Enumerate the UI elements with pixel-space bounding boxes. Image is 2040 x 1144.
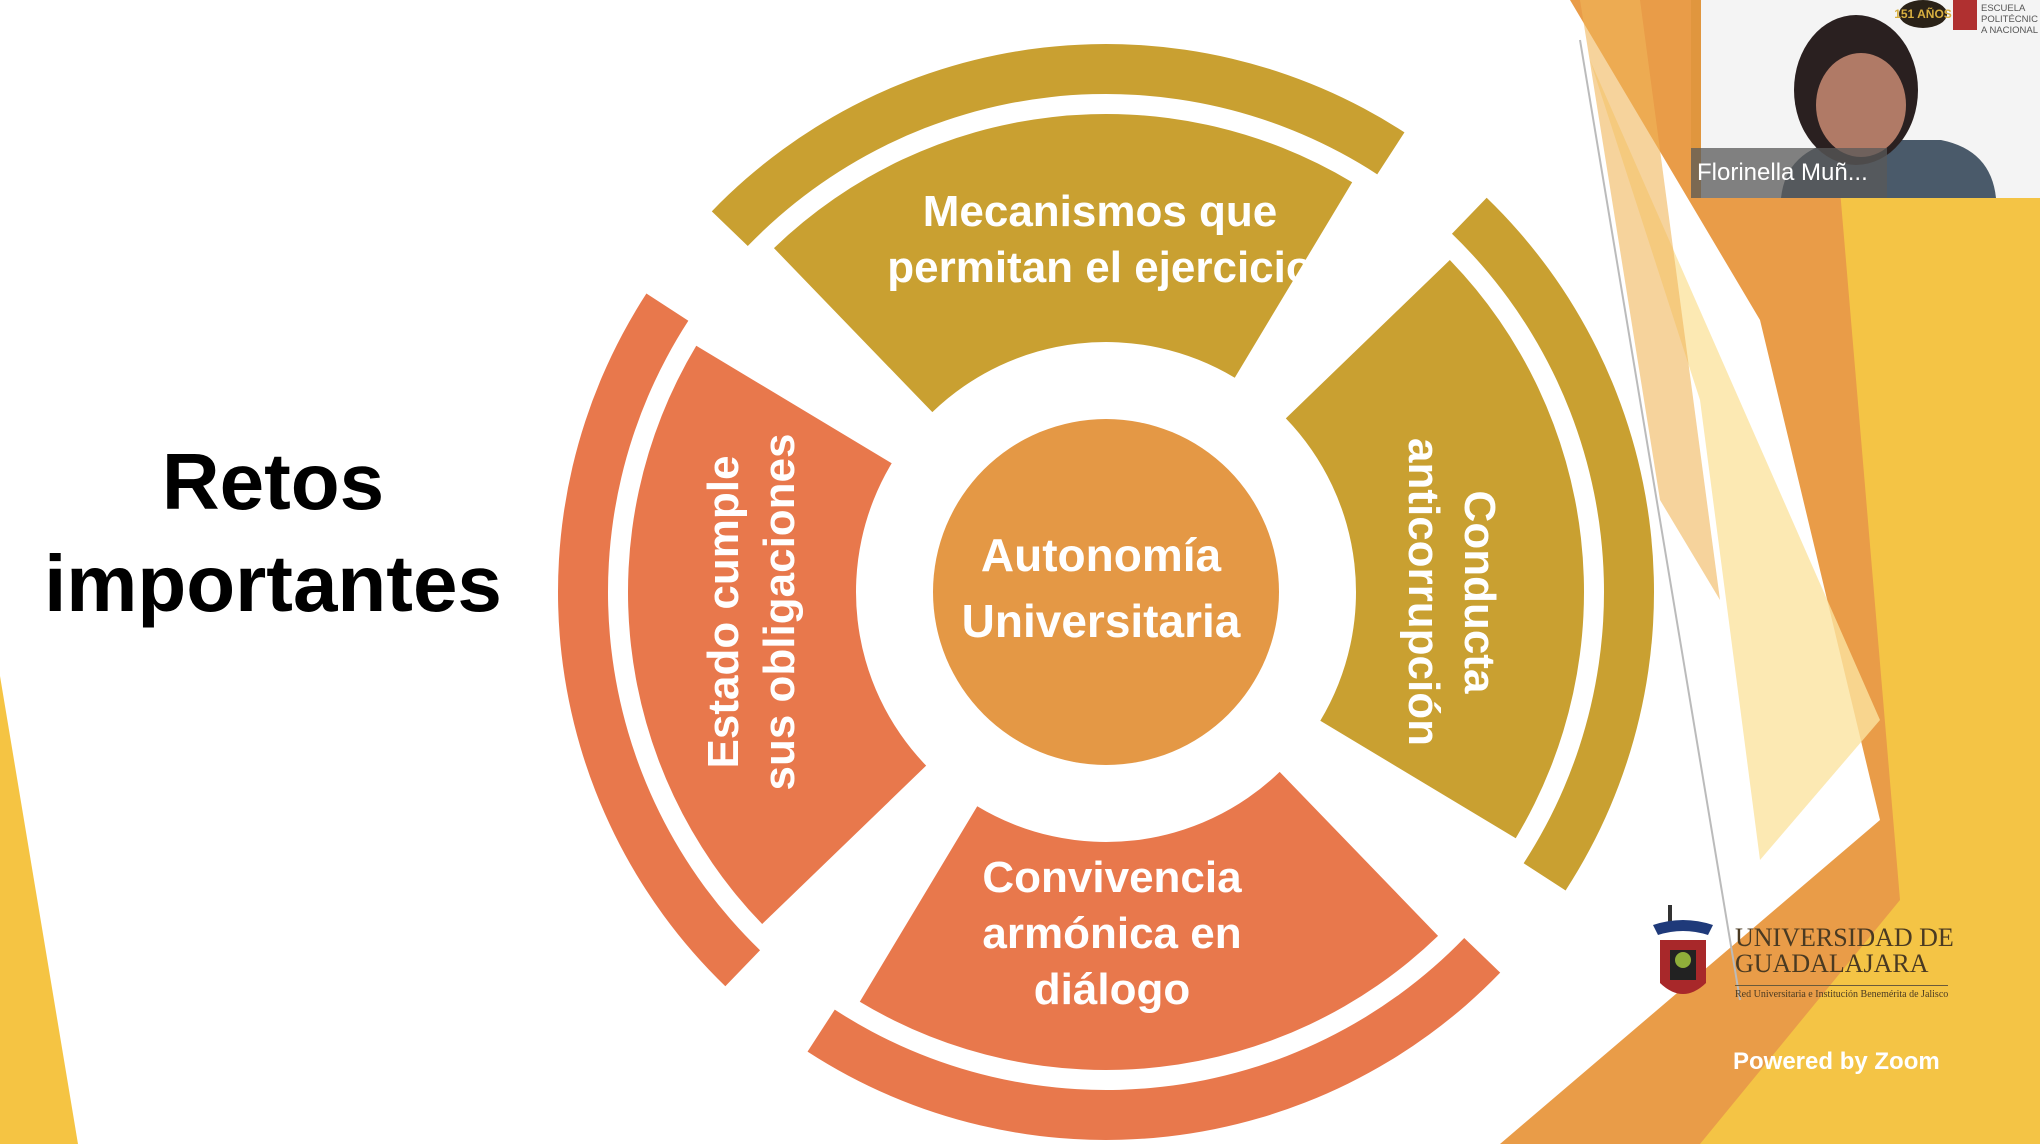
segment-left <box>627 345 927 925</box>
center-circle <box>933 419 1279 765</box>
university-crest-icon <box>1653 905 1713 994</box>
segment-right <box>1285 259 1584 839</box>
university-subtitle: Red Universitaria e Institución Beneméri… <box>1735 985 1949 1000</box>
center-label: Autonomía Universitaria <box>962 522 1241 654</box>
school-name: ESCUELA POLITÉCNICA NACIONAL <box>1981 3 2039 36</box>
title-line: importantes <box>44 539 502 628</box>
segment-line: anticorrupción <box>1399 437 1448 747</box>
outer-arc-left <box>557 293 761 987</box>
school-crest <box>1953 0 1977 30</box>
segment-bottom-label: Convivencia armónica en diálogo <box>982 850 1241 1018</box>
segment-line: sus obligaciones <box>755 433 804 791</box>
center-line: Autonomía <box>980 529 1222 581</box>
outer-arc-right <box>1451 197 1654 891</box>
university-logo: UNIVERSIDAD DE GUADALAJARA Red Universit… <box>1648 905 1978 1015</box>
segment-line: Mecanismos que <box>922 187 1278 236</box>
participant-video-tile[interactable]: 151 AÑOS ESCUELA POLITÉCNICA NACIONAL Fl… <box>1691 0 2040 198</box>
anniversary-logo <box>1899 0 1947 28</box>
outer-arc-top <box>711 44 1405 247</box>
segment-line: permitan el ejercicio <box>887 243 1313 292</box>
segment-top <box>773 113 1353 413</box>
zoom-watermark: Powered by Zoom <box>1733 1048 1940 1075</box>
participant-video: 151 AÑOS <box>1691 0 1996 198</box>
anniversary-logo-text: 151 AÑOS <box>1894 6 1952 21</box>
slide-title: Retos importantes <box>44 431 502 635</box>
right-yellow-shape <box>1700 150 2040 1144</box>
decor-line <box>1579 39 1741 1001</box>
center-line: Universitaria <box>961 595 1241 647</box>
university-name-line: GUADALAJARA <box>1735 949 1929 978</box>
segment-right-label: Conducta anticorrupción <box>1395 438 1507 746</box>
segment-line: Conducta <box>1455 490 1504 694</box>
segment-left-label: Estado cumple sus obligaciones <box>696 434 808 791</box>
outer-arc-bottom <box>807 937 1501 1140</box>
university-name-line: UNIVERSIDAD DE <box>1735 923 1954 952</box>
segment-line: Estado cumple <box>699 455 748 769</box>
participant-name: Florinella Muñ... <box>1691 148 1887 198</box>
segment-top-label: Mecanismos que permitan el ejercicio <box>887 184 1313 296</box>
right-stripe <box>1580 0 1720 600</box>
left-accent-triangle <box>0 676 78 1144</box>
university-name: UNIVERSIDAD DE GUADALAJARA <box>1735 925 1954 977</box>
title-line: Retos <box>161 437 385 526</box>
segment-line: diálogo <box>1033 965 1191 1014</box>
segment-bottom <box>859 771 1439 1071</box>
segment-line: armónica en <box>982 909 1242 958</box>
segment-line: Convivencia <box>982 853 1242 902</box>
